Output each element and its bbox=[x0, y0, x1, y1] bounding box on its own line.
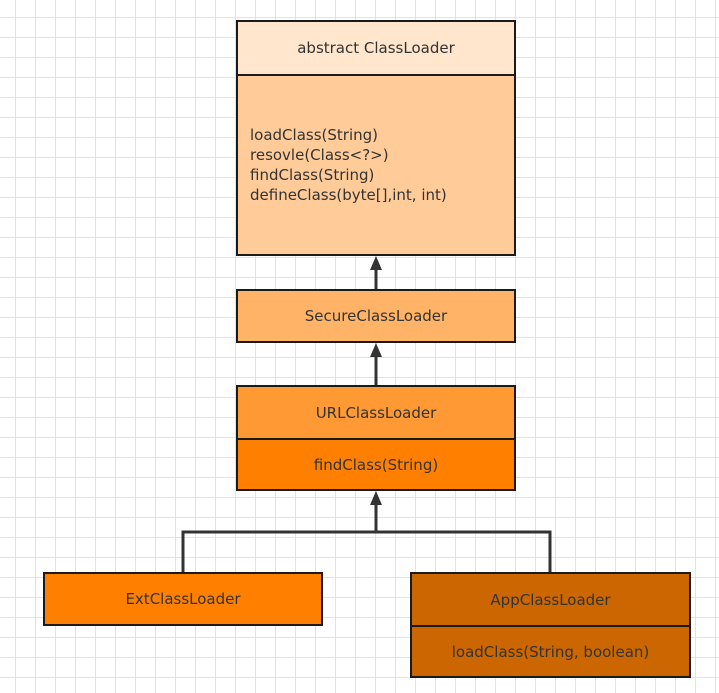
class-appclassloader: AppClassLoader loadClass(String, boolean… bbox=[410, 572, 691, 678]
class-appclassloader-method: loadClass(String, boolean) bbox=[412, 625, 689, 676]
edge-app-branch bbox=[376, 530, 552, 572]
class-urlclassloader-title: URLClassLoader bbox=[238, 387, 514, 438]
class-secureclassloader: SecureClassLoader bbox=[236, 289, 516, 343]
arrowhead-url bbox=[370, 491, 382, 505]
method-defineclass: defineClass(byte[],int, int) bbox=[250, 186, 447, 204]
class-extclassloader: ExtClassLoader bbox=[43, 572, 323, 626]
method-resolve: resovle(Class<?>) bbox=[250, 146, 389, 164]
class-classloader-methods: loadClass(String) resovle(Class<?>) find… bbox=[238, 74, 514, 254]
edge-ext-branch bbox=[181, 530, 376, 572]
method-loadclass: loadClass(String) bbox=[250, 126, 378, 144]
class-classloader: abstract ClassLoader loadClass(String) r… bbox=[236, 20, 516, 256]
class-urlclassloader: URLClassLoader findClass(String) bbox=[236, 385, 516, 491]
class-urlclassloader-method: findClass(String) bbox=[238, 438, 514, 489]
class-secureclassloader-title: SecureClassLoader bbox=[304, 307, 448, 325]
class-classloader-title: abstract ClassLoader bbox=[238, 22, 514, 74]
arrowhead-classloader bbox=[370, 256, 382, 270]
class-extclassloader-title: ExtClassLoader bbox=[125, 590, 241, 608]
arrowhead-secure bbox=[370, 343, 382, 357]
method-findclass: findClass(String) bbox=[250, 166, 375, 184]
class-appclassloader-title: AppClassLoader bbox=[490, 590, 611, 609]
